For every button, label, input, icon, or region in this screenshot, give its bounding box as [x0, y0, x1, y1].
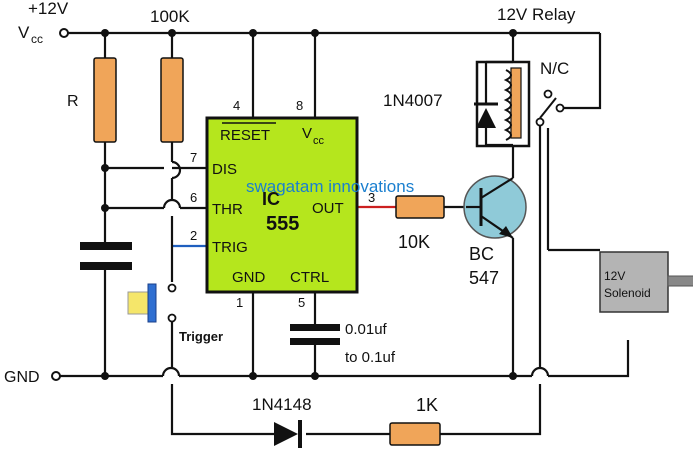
ic-out-label: OUT — [312, 200, 344, 217]
ctrl-cap-label-1: 0.01uf — [345, 321, 388, 338]
vcc-label: V — [18, 23, 30, 42]
diode-1n4148 — [274, 420, 302, 448]
ctrl-capacitor — [290, 324, 340, 345]
junction-dot — [311, 29, 319, 37]
transistor-bc547 — [463, 175, 527, 239]
gnd-rail-hop-2 — [530, 366, 550, 377]
junction-dot — [168, 29, 176, 37]
pin-3-label: 3 — [368, 190, 375, 205]
pin-8-label: 8 — [296, 98, 303, 113]
resistor-r — [93, 57, 117, 143]
transistor-part-label: 547 — [469, 268, 499, 288]
diode-path-left — [170, 384, 274, 436]
pin-4-label: 4 — [233, 98, 240, 113]
1k-to-right — [440, 384, 542, 436]
ic-vcc-label: V — [302, 125, 312, 142]
junction-dots — [101, 29, 517, 380]
pin-5-label: 5 — [298, 295, 305, 310]
pin-1-label: 1 — [236, 295, 243, 310]
watermark: swagatam innovations — [246, 177, 414, 196]
pin-7-label: 7 — [190, 150, 197, 165]
ic-name-line1: IC — [262, 189, 280, 209]
relay-label: 12V Relay — [497, 5, 576, 24]
resistor-100k — [160, 57, 184, 143]
resistor-10k-label: 10K — [398, 232, 430, 252]
junction-dot — [509, 372, 517, 380]
gnd-rail-right — [548, 340, 630, 378]
ic-reset-label: RESET — [220, 127, 270, 144]
supply-voltage-label: +12V — [28, 0, 69, 18]
ic-555-body — [205, 116, 359, 294]
r100k-hop — [171, 160, 182, 180]
diode-1n4007-label: 1N4007 — [383, 91, 443, 110]
junction-dot — [311, 372, 319, 380]
gnd-label: GND — [4, 369, 40, 386]
ic-thr-label: THR — [212, 201, 243, 218]
trigger-pushbutton — [127, 283, 177, 323]
nc-wire — [560, 33, 602, 110]
ic-gnd-label: GND — [232, 269, 266, 286]
resistor-1k-label: 1K — [416, 395, 438, 415]
relay-nc-label: N/C — [540, 59, 569, 78]
junction-dot — [249, 29, 257, 37]
solenoid — [599, 251, 693, 313]
junction-dot — [249, 372, 257, 380]
resistor-100k-label: 100K — [150, 7, 190, 26]
ctrl-cap-label-2: to 0.1uf — [345, 349, 396, 366]
junction-dot — [101, 164, 109, 172]
junction-dot — [101, 204, 109, 212]
relay — [475, 60, 565, 148]
timing-capacitor — [80, 242, 132, 270]
ic-ctrl-label: CTRL — [290, 269, 329, 286]
ic-dis-label: DIS — [212, 161, 237, 178]
ic-trig-label: TRIG — [212, 239, 248, 256]
ic-vcc-sub-label: cc — [313, 135, 325, 147]
resistor-1k — [389, 422, 441, 446]
pin-2-label: 2 — [190, 228, 197, 243]
thr-hop — [162, 198, 182, 209]
junction-dot — [101, 29, 109, 37]
solenoid-label-1: 12V — [604, 269, 625, 283]
wires — [60, 31, 630, 436]
ic-name-line2: 555 — [266, 213, 299, 235]
pin-6-label: 6 — [190, 190, 197, 205]
vcc-sub-label: cc — [31, 32, 43, 46]
diode-1n4007 — [474, 92, 498, 128]
vcc-terminal — [59, 28, 69, 38]
solenoid-label-2: Solenoid — [604, 286, 651, 300]
gnd-rail-hop-1 — [161, 366, 181, 377]
trigger-label: Trigger — [179, 329, 223, 344]
diode-1n4148-label: 1N4148 — [252, 395, 312, 414]
junction-dot — [101, 372, 109, 380]
resistor-10k — [395, 195, 445, 219]
transistor-type-label: BC — [469, 244, 494, 264]
gnd-terminal — [51, 371, 61, 381]
resistor-r-label: R — [67, 93, 79, 110]
junction-dot — [509, 29, 517, 37]
